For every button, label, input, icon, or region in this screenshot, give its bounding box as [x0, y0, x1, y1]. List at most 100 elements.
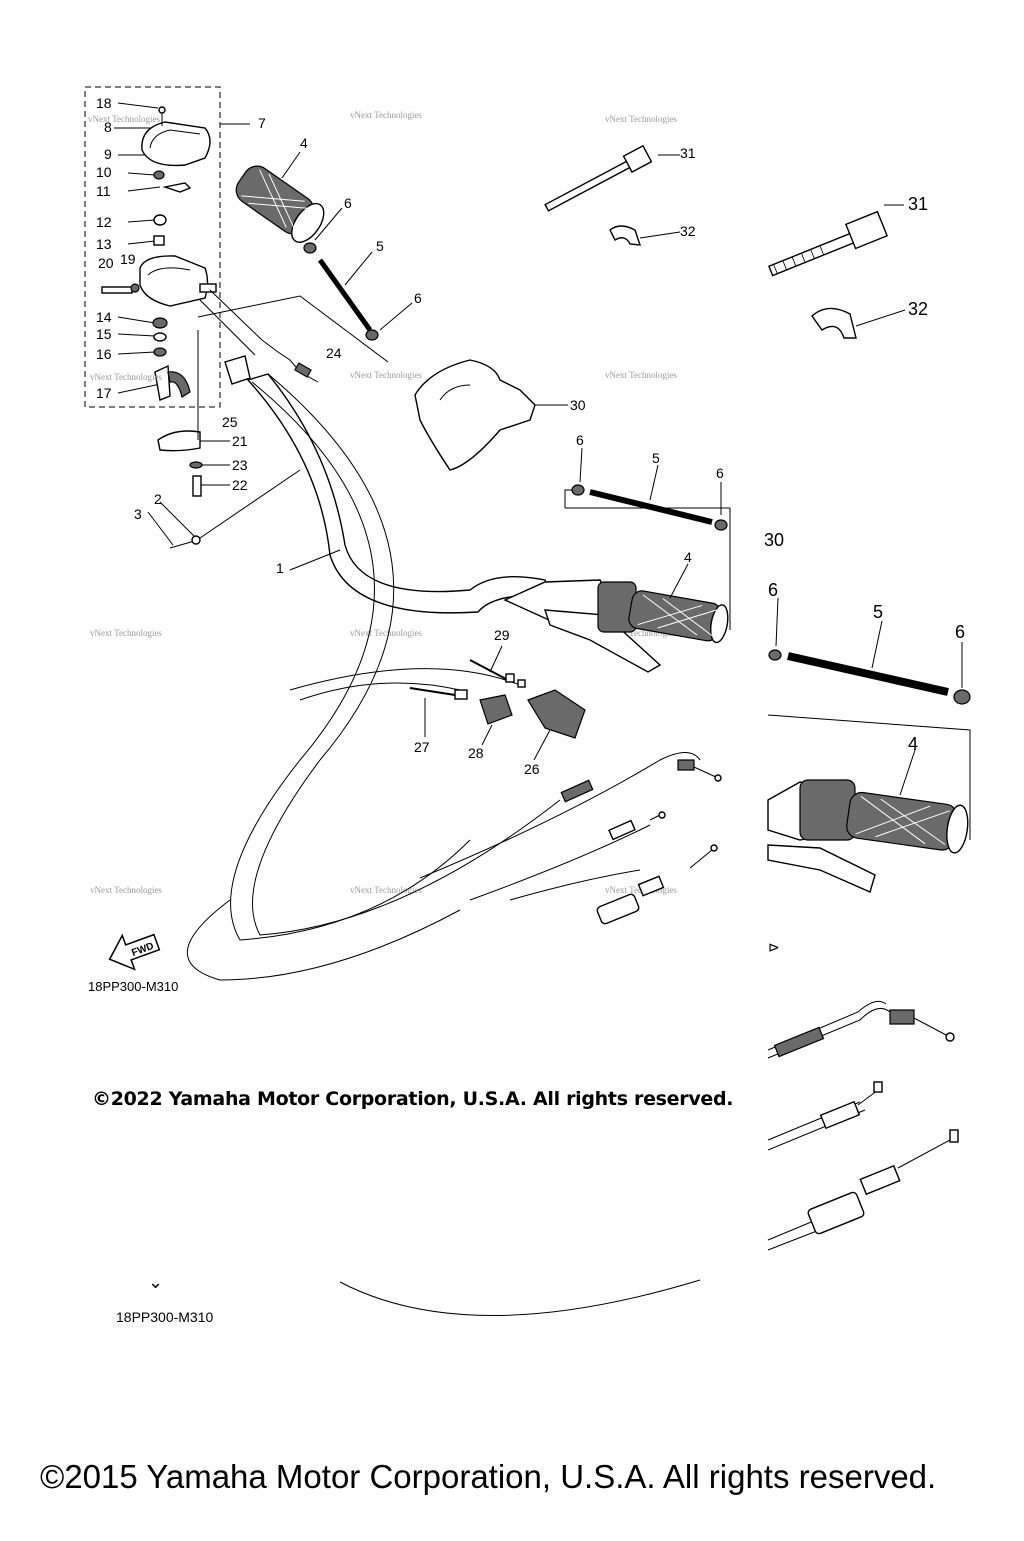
copyright-2015: ©2015 Yamaha Motor Corporation, U.S.A. A… — [40, 1458, 937, 1495]
svg-text:24: 24 — [326, 345, 342, 361]
svg-text:22: 22 — [232, 477, 248, 493]
svg-text:12: 12 — [96, 214, 112, 230]
fwd-fragment: ⌄ — [148, 1272, 163, 1292]
washer-16 — [153, 347, 167, 357]
watermarks: vNext Technologies vNext Technologies vN… — [88, 110, 677, 895]
svg-text:6: 6 — [768, 580, 778, 600]
zoom-fwd-fragment: ⊳ — [768, 939, 780, 955]
svg-text:10: 10 — [96, 164, 112, 180]
spring-12 — [153, 214, 167, 226]
bar-end-6c — [571, 484, 585, 496]
svg-text:21: 21 — [232, 433, 248, 449]
zoom-bar-end-6a — [768, 649, 782, 661]
svg-text:vNext Technologies: vNext Technologies — [350, 370, 422, 380]
svg-text:vNext Technologies: vNext Technologies — [605, 370, 677, 380]
grip-right-assembly — [503, 579, 729, 673]
screw-20 — [101, 286, 133, 294]
cable-tie-31 — [544, 144, 653, 212]
handle-cover-30 — [414, 359, 536, 471]
svg-text:6: 6 — [716, 465, 724, 481]
svg-text:6: 6 — [344, 195, 352, 211]
svg-text:11: 11 — [96, 183, 111, 199]
clamp-21 — [157, 430, 201, 452]
svg-text:14: 14 — [96, 309, 112, 325]
ring-2 — [191, 535, 201, 545]
svg-text:6: 6 — [576, 432, 584, 448]
grip-collar-25 — [224, 355, 251, 385]
svg-text:25: 25 — [222, 414, 238, 430]
zoom-grip-assembly — [767, 779, 969, 893]
svg-text:16: 16 — [96, 346, 112, 362]
svg-text:vNext Technologies: vNext Technologies — [88, 114, 160, 124]
svg-text:vNext Technologies: vNext Technologies — [605, 628, 677, 638]
svg-text:30: 30 — [764, 530, 784, 550]
svg-text:26: 26 — [524, 761, 540, 777]
zoom-cable-tie-31 — [768, 210, 889, 277]
zoom-cables — [767, 1000, 959, 1251]
svg-text:vNext Technologies: vNext Technologies — [90, 372, 162, 382]
nut-10 — [153, 170, 165, 180]
bolt-22 — [192, 475, 202, 497]
svg-text:5: 5 — [652, 450, 660, 466]
callout-labels-left: 18 8 9 10 11 12 13 20 19 14 15 16 17 7 2… — [96, 95, 342, 576]
svg-text:2: 2 — [154, 491, 162, 507]
svg-text:4: 4 — [908, 734, 918, 754]
drawing-code-zoom: 18PP300-M310 — [116, 1309, 214, 1325]
svg-text:27: 27 — [414, 739, 430, 755]
zoom-panel — [768, 150, 1024, 1260]
svg-text:vNext Technologies: vNext Technologies — [90, 628, 162, 638]
zoom-clip-32 — [811, 307, 857, 339]
zoom-bar-end-6b — [953, 689, 971, 705]
svg-text:3: 3 — [134, 506, 142, 522]
callout-labels-main: 4 6 5 6 30 31 32 6 5 6 4 29 27 28 26 — [300, 135, 724, 777]
throttle-housing — [139, 255, 209, 307]
svg-text:4: 4 — [300, 135, 308, 151]
seal-14 — [152, 317, 168, 329]
svg-text:vNext Technologies: vNext Technologies — [605, 114, 677, 124]
collar-13 — [153, 235, 165, 246]
adjuster-28 — [479, 694, 513, 725]
cover-26 — [527, 689, 586, 739]
throttle-lever — [167, 371, 191, 398]
cables — [187, 373, 722, 981]
fwd-arrow-icon: FWD — [108, 933, 161, 971]
svg-text:8: 8 — [104, 119, 112, 135]
svg-text:vNext Technologies: vNext Technologies — [350, 110, 422, 120]
bar-end-6d — [714, 519, 728, 531]
svg-text:6: 6 — [955, 622, 965, 642]
copyright-2022: ©2022 Yamaha Motor Corporation, U.S.A. A… — [92, 1088, 734, 1110]
svg-text:6: 6 — [414, 290, 422, 306]
svg-text:1: 1 — [276, 560, 284, 576]
svg-text:30: 30 — [570, 397, 586, 413]
svg-text:vNext Technologies: vNext Technologies — [90, 885, 162, 895]
svg-text:vNext Technologies: vNext Technologies — [350, 885, 422, 895]
throttle-shaft — [154, 364, 171, 401]
svg-text:vNext Technologies: vNext Technologies — [350, 628, 422, 638]
clip-32 — [609, 225, 642, 246]
throttle-cover — [141, 121, 211, 167]
svg-text:7: 7 — [258, 115, 266, 131]
drawing-code-main: 18PP300-M310 — [88, 979, 178, 994]
plate-11 — [162, 182, 192, 193]
svg-text:5: 5 — [873, 602, 883, 622]
svg-text:15: 15 — [96, 326, 112, 342]
svg-text:23: 23 — [232, 457, 248, 473]
throttle-assembly-box — [84, 86, 221, 408]
svg-text:9: 9 — [104, 146, 112, 162]
screw-18 — [158, 106, 166, 114]
svg-text:32: 32 — [908, 299, 928, 319]
svg-text:31: 31 — [908, 194, 928, 214]
washer-15 — [153, 332, 167, 342]
svg-text:20: 20 — [98, 255, 114, 271]
svg-text:13: 13 — [96, 236, 112, 252]
svg-text:19: 19 — [120, 251, 136, 267]
svg-text:32: 32 — [680, 223, 696, 239]
washer-23 — [189, 461, 203, 469]
bar-end-6b — [365, 329, 379, 341]
svg-text:4: 4 — [684, 549, 692, 565]
svg-text:29: 29 — [494, 627, 510, 643]
bar-end-6a — [303, 242, 317, 254]
svg-text:18: 18 — [96, 95, 112, 111]
grip-left — [235, 165, 325, 243]
